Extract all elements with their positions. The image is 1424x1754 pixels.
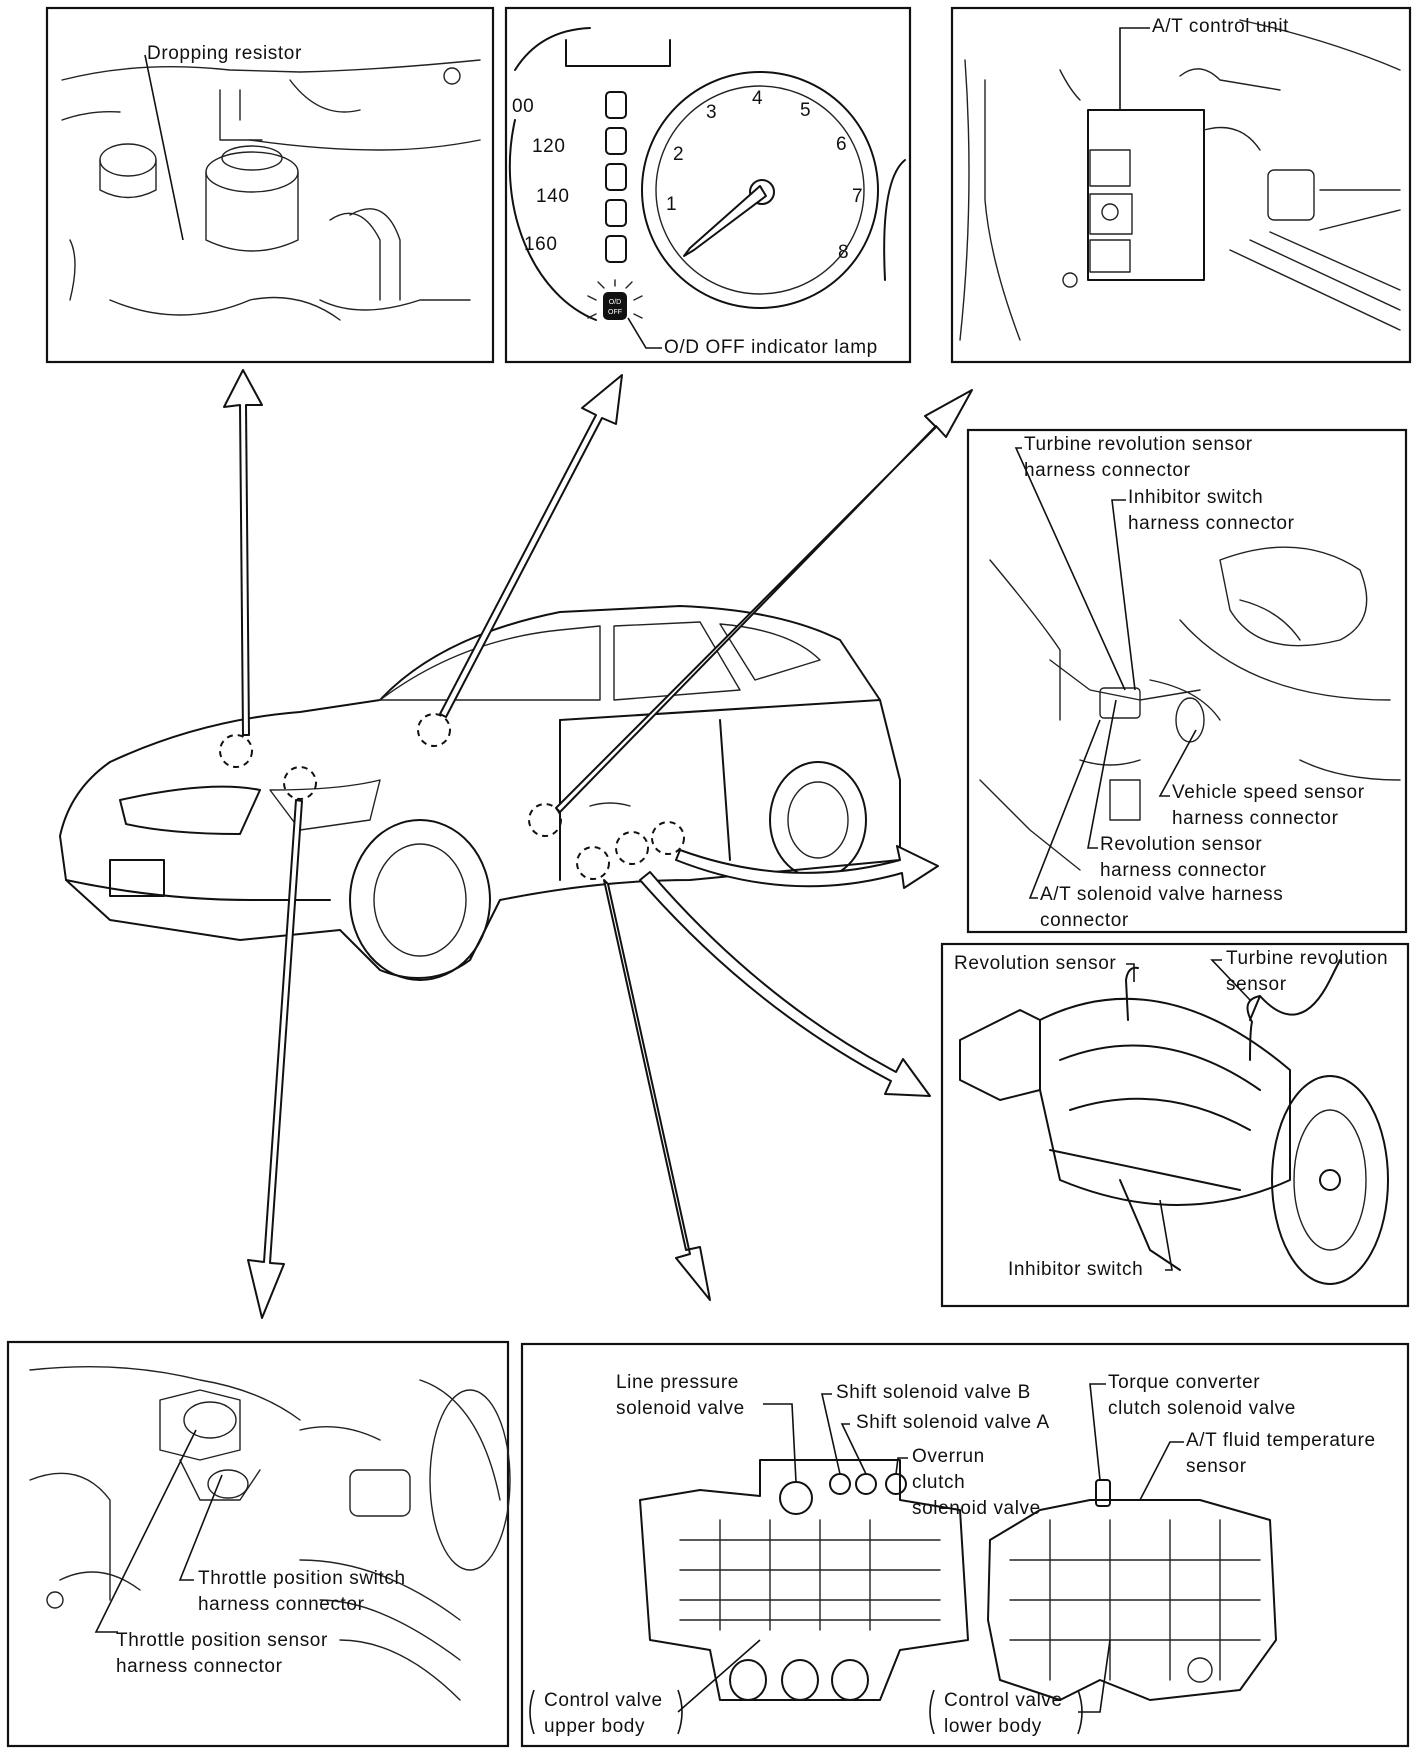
upper-body-label-1: Control valve	[544, 1690, 663, 1711]
turbine-connector-label-1: Turbine revolution sensor	[1024, 434, 1253, 455]
speedo-tick-00: 00	[512, 96, 534, 117]
od-off-lamp-label: O/D OFF indicator lamp	[664, 337, 878, 358]
panel-transmission: Revolution sensor Turbine revolution sen…	[940, 942, 1410, 1308]
turbine-connector-label-2: harness connector	[1024, 460, 1191, 481]
tacho-tick-2: 2	[673, 144, 684, 165]
panel-dropping-resistor: Dropping resistor	[45, 6, 495, 364]
throttle-switch-label-2: harness connector	[198, 1594, 365, 1615]
speedo-tick-140: 140	[536, 186, 570, 207]
turbine-sensor-label-1: Turbine revolution	[1226, 948, 1388, 969]
dropping-resistor-label: Dropping resistor	[147, 43, 302, 64]
arrow-to-control-valve	[603, 879, 711, 1301]
torque-converter-label-2: clutch solenoid valve	[1108, 1398, 1296, 1419]
control-valve-lower-body	[987, 1479, 1277, 1701]
revolution-connector-label-2: harness connector	[1100, 860, 1267, 881]
speedo-tick-120: 120	[532, 136, 566, 157]
tacho-tick-4: 4	[752, 88, 763, 109]
arrow-to-transmission	[639, 871, 931, 1097]
svg-text:OFF: OFF	[608, 309, 622, 316]
tacho-tick-5: 5	[800, 100, 811, 121]
upper-body-label-2: upper body	[544, 1716, 645, 1737]
arrow-to-control-unit	[555, 389, 973, 813]
line-pressure-label-2: solenoid valve	[616, 1398, 745, 1419]
at-control-unit-label: A/T control unit	[1152, 16, 1289, 37]
arrow-to-harness-connectors	[675, 845, 939, 889]
panel-at-control-unit: A/T control unit	[950, 6, 1412, 364]
transmission-tunnel-sketch	[979, 546, 1401, 871]
shift-a-label: Shift solenoid valve A	[856, 1412, 1050, 1433]
shift-b-label: Shift solenoid valve B	[836, 1382, 1031, 1403]
car-body	[59, 605, 901, 981]
lower-body-label-1: Control valve	[944, 1690, 1063, 1711]
control-unit-sketch	[959, 19, 1401, 341]
overrun-label-2: clutch	[912, 1472, 965, 1493]
fluid-temp-label-1: A/T fluid temperature	[1186, 1430, 1376, 1451]
tacho-tick-6: 6	[836, 134, 847, 155]
vehicle-illustration	[59, 605, 901, 981]
svg-text:O/D: O/D	[609, 299, 621, 306]
throttle-switch-label-1: Throttle position switch	[198, 1568, 406, 1589]
instrument-cluster	[508, 27, 906, 321]
upper-body-callout: Control valve upper body	[529, 1639, 761, 1737]
tacho-tick-1: 1	[666, 194, 677, 215]
arrow-to-od-lamp	[439, 374, 623, 718]
engine-bay-sketch	[61, 59, 481, 321]
lower-body-label-2: lower body	[944, 1716, 1042, 1737]
turbine-sensor-label-2: sensor	[1226, 974, 1287, 995]
transmission-sketch	[959, 959, 1389, 1285]
speed-connector-label-1: Vehicle speed sensor	[1172, 782, 1365, 803]
throttle-body-sketch	[29, 1365, 511, 1701]
overrun-label-1: Overrun	[912, 1446, 985, 1467]
tacho-tick-3: 3	[706, 102, 717, 123]
throttle-sensor-label-1: Throttle position sensor	[116, 1630, 328, 1651]
solenoid-connector-label-1: A/T solenoid valve harness	[1040, 884, 1283, 905]
panel-throttle-position: Throttle position switch harness connect…	[6, 1340, 511, 1748]
panel-control-valve: Line pressure solenoid valve Shift solen…	[520, 1342, 1410, 1748]
warning-lamp-column	[605, 91, 627, 263]
revolution-connector-label-1: Revolution sensor	[1100, 834, 1262, 855]
inhibitor-switch-label: Inhibitor switch	[1008, 1259, 1143, 1280]
location-arrows	[223, 369, 973, 1319]
throttle-sensor-label-2: harness connector	[116, 1656, 283, 1677]
line-pressure-label-1: Line pressure	[616, 1372, 739, 1393]
inhibitor-connector-label-1: Inhibitor switch	[1128, 487, 1263, 508]
arrow-to-throttle	[247, 799, 303, 1319]
overrun-label-3: solenoid valve	[912, 1498, 1041, 1519]
speed-connector-label-2: harness connector	[1172, 808, 1339, 829]
lower-body-callout: Control valve lower body	[929, 1639, 1111, 1737]
panel-od-off-lamp: O/D OFF 00 120 140 160 1 2 3 4 5 6 7 8 O…	[504, 6, 912, 364]
fluid-temp-label-2: sensor	[1186, 1456, 1247, 1477]
tacho-tick-8: 8	[838, 242, 849, 263]
component-location-markers	[219, 713, 685, 880]
torque-converter-label-1: Torque converter	[1108, 1372, 1260, 1393]
panel-harness-connectors: Turbine revolution sensor harness connec…	[966, 428, 1408, 934]
od-off-lamp-icon: O/D OFF	[587, 279, 643, 320]
arrow-to-dropping-resistor	[223, 369, 263, 736]
inhibitor-connector-label-2: harness connector	[1128, 513, 1295, 534]
tacho-tick-7: 7	[852, 186, 863, 207]
solenoid-connector-label-2: connector	[1040, 910, 1129, 931]
revolution-sensor-label: Revolution sensor	[954, 953, 1116, 974]
speedo-tick-160: 160	[524, 234, 558, 255]
